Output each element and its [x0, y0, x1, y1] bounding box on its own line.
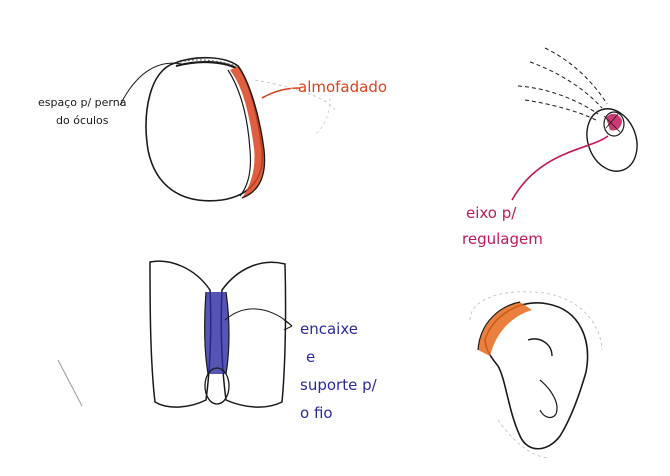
fitting-label-line1: encaixe — [300, 320, 358, 338]
axis-label-line1: eixo p/ — [466, 204, 517, 222]
center-cable-fill — [205, 292, 229, 374]
padded-label: almofadado — [298, 78, 387, 96]
eyeglass-space-label-line1: espaço p/ perna — [38, 96, 126, 109]
fitting-label-line2: e — [306, 348, 315, 366]
fitting-label-line4: o fio — [300, 404, 333, 422]
eyeglass-space-label-line2: do óculos — [56, 114, 109, 127]
fitting-label-line3: suporte p/ — [300, 376, 378, 394]
axis-label-line2: regulagem — [462, 230, 543, 248]
